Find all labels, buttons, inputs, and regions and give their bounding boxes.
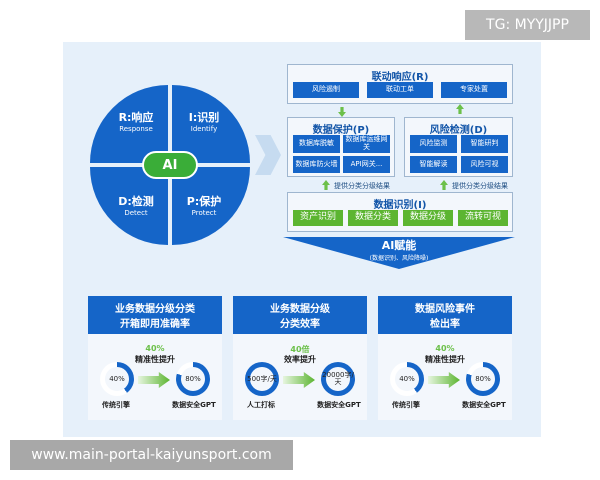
- detect-item: 风险监测: [410, 135, 457, 153]
- identify-box: 数据识别(I) 资产识别 数据分类 数据分级 流转可视: [287, 192, 513, 232]
- arrow-up-icon: [440, 180, 448, 190]
- after-ring: 80%: [466, 362, 500, 396]
- ring-value: 80%: [475, 374, 491, 383]
- protect-item: 数据库运维网关: [343, 135, 390, 153]
- after-label: 数据安全GPT: [172, 401, 216, 409]
- after-label: 数据安全GPT: [317, 401, 361, 409]
- card-header: 数据风险事件检出率: [378, 296, 512, 334]
- gain-value: 40%: [145, 344, 165, 353]
- ai-empower-title: AI赋能: [381, 239, 417, 252]
- ring-value: 80%: [185, 374, 201, 383]
- watermark: www.main-portal-kaiyunsport.com: [10, 440, 293, 470]
- arrow-up-icon: [456, 104, 464, 114]
- protect-item: 数据库脱敏: [293, 135, 340, 153]
- detect-item: 智能解读: [410, 156, 457, 173]
- detect-box: 风险检测(D) 风险监测 智能研判 智能解读 风险可视: [404, 117, 513, 177]
- note: 提供分类分级结果: [334, 182, 390, 190]
- gain-label: 精准性提升: [425, 355, 465, 364]
- identify-item: 流转可视: [458, 210, 508, 226]
- arrow-right-icon: [428, 372, 460, 388]
- after-label: 数据安全GPT: [462, 401, 506, 409]
- card-title: 检出率: [430, 319, 460, 330]
- card-title: 业务数据分级分类: [115, 304, 195, 315]
- card-title: 业务数据分级: [270, 304, 330, 315]
- identify-item: 数据分类: [348, 210, 398, 226]
- gain-value: 40%: [435, 344, 455, 353]
- respond-item: 联动工单: [367, 82, 433, 98]
- arrow-right-icon: [138, 372, 170, 388]
- card-title: 数据风险事件: [415, 304, 475, 315]
- detect-item: 智能研判: [461, 135, 508, 153]
- respond-item: 风险遏制: [293, 82, 359, 98]
- after-ring: 20000字/天: [321, 362, 355, 396]
- metric-card: 业务数据分级分类效率 40倍 效率提升 500字/天 20000字/天 人工打标…: [233, 296, 367, 420]
- before-ring: 40%: [390, 362, 424, 396]
- before-label: 传统引擎: [102, 401, 130, 409]
- gain-label: 效率提升: [284, 355, 316, 364]
- card-header: 业务数据分级分类开箱即用准确率: [88, 296, 222, 334]
- respond-item: 专家处置: [441, 82, 507, 98]
- protect-box: 数据保护(P) 数据库脱敏 数据库运维网关 数据库防火墙 API网关...: [287, 117, 395, 177]
- ring-value: 40%: [399, 374, 415, 383]
- after-ring: 80%: [176, 362, 210, 396]
- before-ring: 500字/天: [245, 362, 279, 396]
- metric-card: 数据风险事件检出率 40% 精准性提升 40% 80% 传统引擎 数据安全GPT: [378, 296, 512, 420]
- identify-item: 资产识别: [293, 210, 343, 226]
- ring-value: 40%: [109, 374, 125, 383]
- identify-item: 数据分级: [403, 210, 453, 226]
- before-label: 传统引擎: [392, 401, 420, 409]
- arrow-up-icon: [322, 180, 330, 190]
- tg-label: TG: MYYJJPP: [465, 10, 590, 40]
- identify-title: 数据识别(I): [373, 200, 427, 211]
- card-title: 开箱即用准确率: [120, 319, 190, 330]
- note: 提供分类分级结果: [452, 182, 508, 190]
- respond-title: 联动响应(R): [371, 72, 429, 83]
- detect-item: 风险可视: [461, 156, 508, 173]
- arrow-right-icon: [283, 372, 315, 388]
- card-header: 业务数据分级分类效率: [233, 296, 367, 334]
- metric-card: 业务数据分级分类开箱即用准确率 40% 精准性提升 40% 80% 传统引擎 数…: [88, 296, 222, 420]
- respond-box: 联动响应(R) 风险遏制 联动工单 专家处置: [287, 64, 513, 104]
- protect-item: API网关...: [343, 156, 390, 173]
- gain-label: 精准性提升: [135, 355, 175, 364]
- gain-value: 40倍: [290, 345, 310, 354]
- ring-value: 500字/天: [247, 374, 277, 383]
- card-title: 分类效率: [280, 319, 320, 330]
- ai-center: AI: [142, 151, 198, 179]
- protect-item: 数据库防火墙: [293, 156, 340, 173]
- ring-value: 20000字/天: [322, 371, 354, 386]
- before-ring: 40%: [100, 362, 134, 396]
- detect-title: 风险检测(D): [429, 125, 488, 136]
- ai-empower-sub: (数据识别、风险降噪): [369, 255, 429, 262]
- before-label: 人工打标: [247, 401, 275, 409]
- protect-title: 数据保护(P): [312, 125, 370, 136]
